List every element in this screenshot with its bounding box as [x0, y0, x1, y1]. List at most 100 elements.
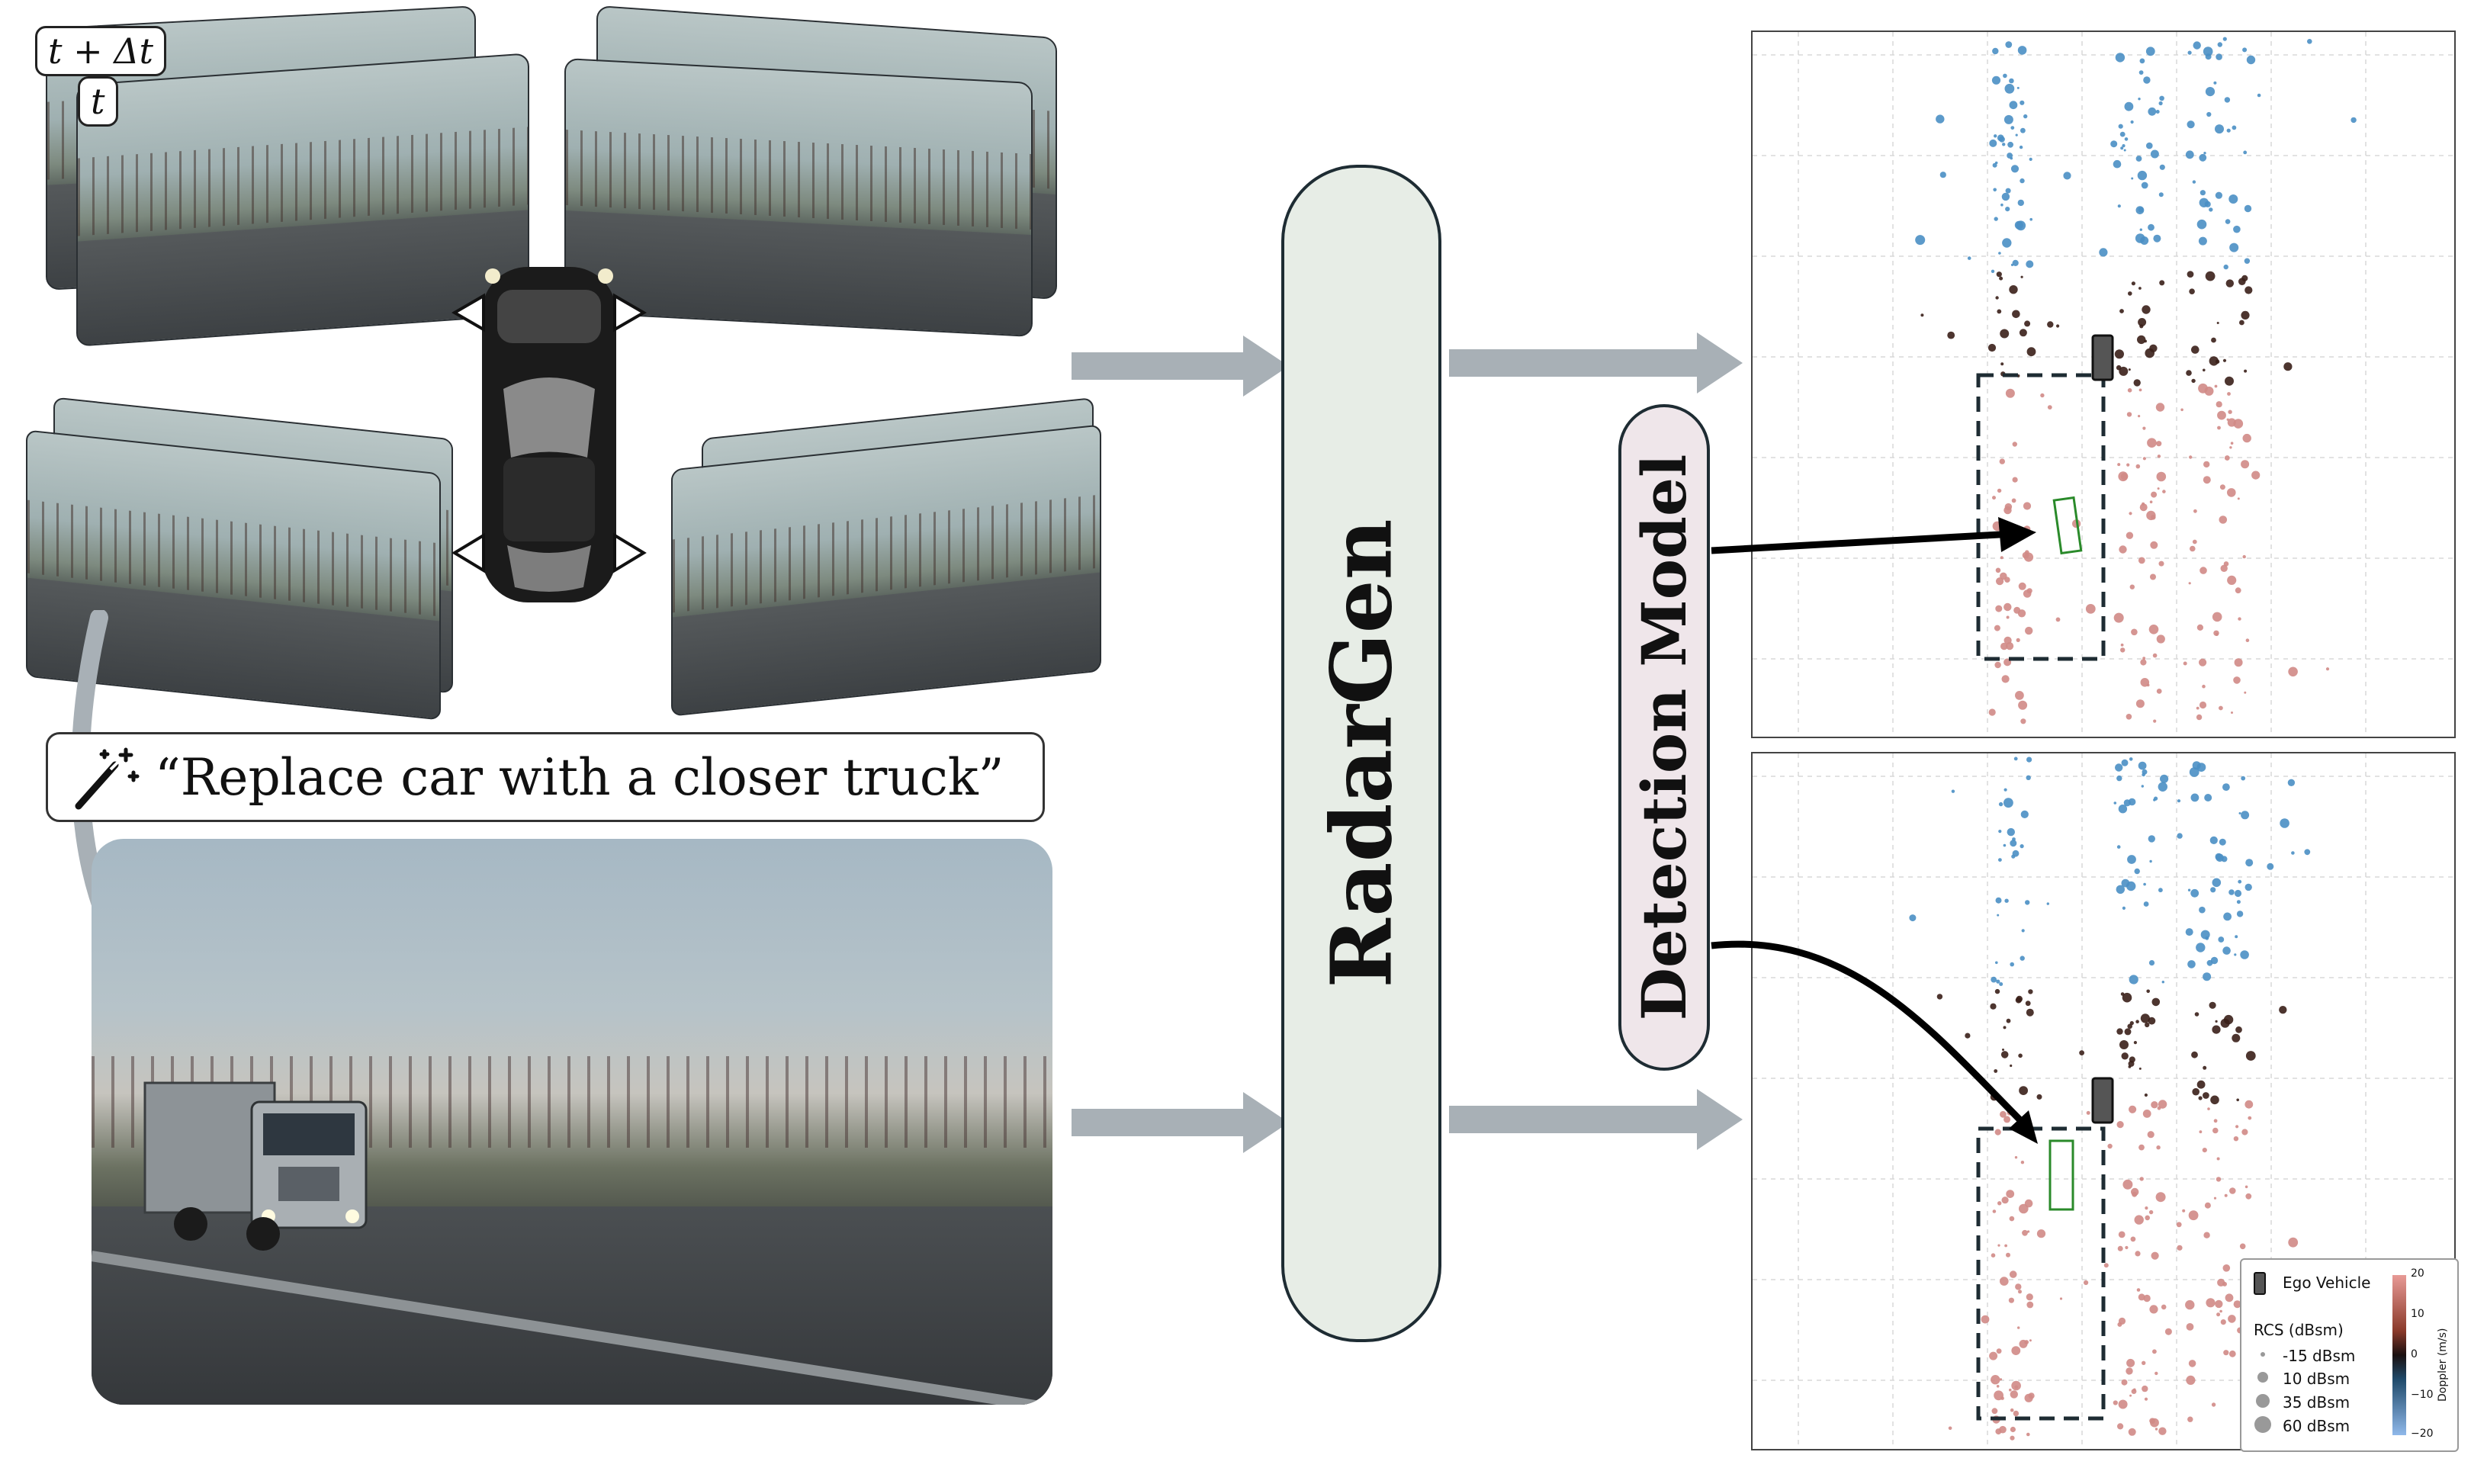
radar-point — [2225, 376, 2234, 386]
radar-point — [1996, 979, 2000, 984]
radar-point — [2215, 632, 2219, 636]
radar-point — [1995, 1428, 2002, 1435]
radar-point — [2234, 889, 2242, 898]
radar-point — [1992, 162, 1997, 168]
radar-point — [2026, 1432, 2030, 1437]
radar-point — [2029, 157, 2032, 161]
radar-point — [2025, 900, 2030, 905]
radar-point — [2028, 989, 2033, 994]
radar-point — [2187, 271, 2194, 278]
radar-point — [2047, 321, 2054, 328]
radar-point — [2145, 1022, 2150, 1028]
radar-point — [2022, 1229, 2028, 1236]
radar-point — [2187, 888, 2191, 891]
radar-point — [1988, 708, 1996, 716]
radar-point — [2156, 634, 2165, 644]
radar-point — [2159, 95, 2164, 101]
radar-point — [2009, 285, 2018, 294]
radar-point — [2144, 339, 2147, 343]
radar-point — [2129, 1394, 2132, 1397]
radar-point — [2205, 936, 2209, 940]
radar-point — [2152, 653, 2158, 658]
radar-point — [2157, 487, 2160, 490]
radar-point — [2116, 1028, 2123, 1035]
radar-point — [2182, 1209, 2186, 1213]
radar-point — [2228, 410, 2232, 414]
radar-point — [2059, 1297, 2063, 1300]
radar-point — [2199, 153, 2207, 162]
radar-point — [2288, 1237, 2299, 1248]
radar-point — [2222, 1264, 2231, 1272]
radar-point — [2187, 1416, 2193, 1422]
radar-point — [2021, 929, 2025, 933]
radar-point — [2187, 50, 2192, 55]
radar-point — [2001, 192, 2010, 201]
radar-point — [2219, 484, 2225, 490]
radar-point — [2150, 149, 2159, 159]
radar-point — [2128, 1428, 2136, 1436]
radar-point — [2235, 935, 2238, 939]
radar-point — [2242, 554, 2246, 559]
radar-point — [2240, 950, 2249, 959]
radar-point — [2199, 190, 2206, 196]
radar-point — [2129, 975, 2138, 985]
radar-point — [2152, 1349, 2157, 1354]
radar-point — [2150, 573, 2156, 580]
camera-back-right — [671, 424, 1101, 717]
radar-point — [1965, 1033, 1971, 1039]
radar-point — [2010, 840, 2017, 847]
colorbar-label: Doppler (m/s) — [2437, 1328, 2449, 1402]
radar-point — [2237, 497, 2240, 500]
radar-scatter-top — [1753, 32, 2454, 737]
radar-point — [2227, 392, 2231, 396]
radar-point — [2192, 1087, 2199, 1096]
radar-point — [2118, 805, 2128, 814]
radar-point — [2137, 335, 2146, 345]
radar-point — [2145, 1215, 2150, 1221]
radar-point — [2203, 476, 2211, 484]
rcs-size-markers — [2254, 1352, 2271, 1433]
radar-point — [2015, 1283, 2022, 1290]
radar-point — [1994, 134, 1997, 138]
radar-point — [2158, 782, 2167, 792]
radar-point — [2014, 220, 2023, 230]
radar-point — [2203, 1232, 2210, 1238]
radar-point — [1997, 488, 2002, 493]
radar-point — [2024, 1340, 2029, 1344]
radar-point — [2010, 1426, 2016, 1433]
radar-point — [2216, 1312, 2221, 1317]
radar-point — [2133, 1041, 2137, 1045]
radar-point — [2040, 393, 2045, 398]
radar-point — [2227, 488, 2236, 497]
radar-point — [2005, 207, 2010, 212]
radar-point — [2020, 127, 2026, 133]
radar-point — [2129, 1056, 2135, 1063]
radar-point — [2121, 1379, 2128, 1386]
radar-point — [2139, 503, 2148, 512]
radar-point — [2199, 1130, 2203, 1134]
radar-point — [2134, 1215, 2144, 1225]
radar-point — [2244, 369, 2248, 373]
radar-point — [2228, 1350, 2236, 1357]
radar-point — [2002, 1049, 2004, 1051]
radar-point — [2185, 928, 2193, 936]
radar-point — [2138, 1144, 2145, 1151]
radar-point — [2116, 1121, 2124, 1129]
radar-point — [2025, 550, 2029, 554]
radar-point — [2199, 701, 2207, 709]
radar-point — [1995, 567, 2001, 573]
radar-point — [2124, 1028, 2132, 1036]
radar-point — [2224, 97, 2231, 103]
radar-point — [2235, 587, 2241, 594]
radar-point — [1991, 1408, 1998, 1415]
radar-point — [1981, 1315, 1990, 1324]
radar-point — [2000, 1051, 2009, 1058]
doppler-colorbar — [2392, 1275, 2406, 1435]
radar-point — [2198, 1096, 2203, 1100]
radar-point — [2233, 676, 2241, 684]
ego-vehicle-icon — [2254, 1272, 2266, 1295]
radar-point — [2203, 1092, 2209, 1099]
radar-point — [2148, 625, 2159, 634]
radar-point — [2196, 219, 2207, 230]
radar-point — [2187, 960, 2196, 968]
